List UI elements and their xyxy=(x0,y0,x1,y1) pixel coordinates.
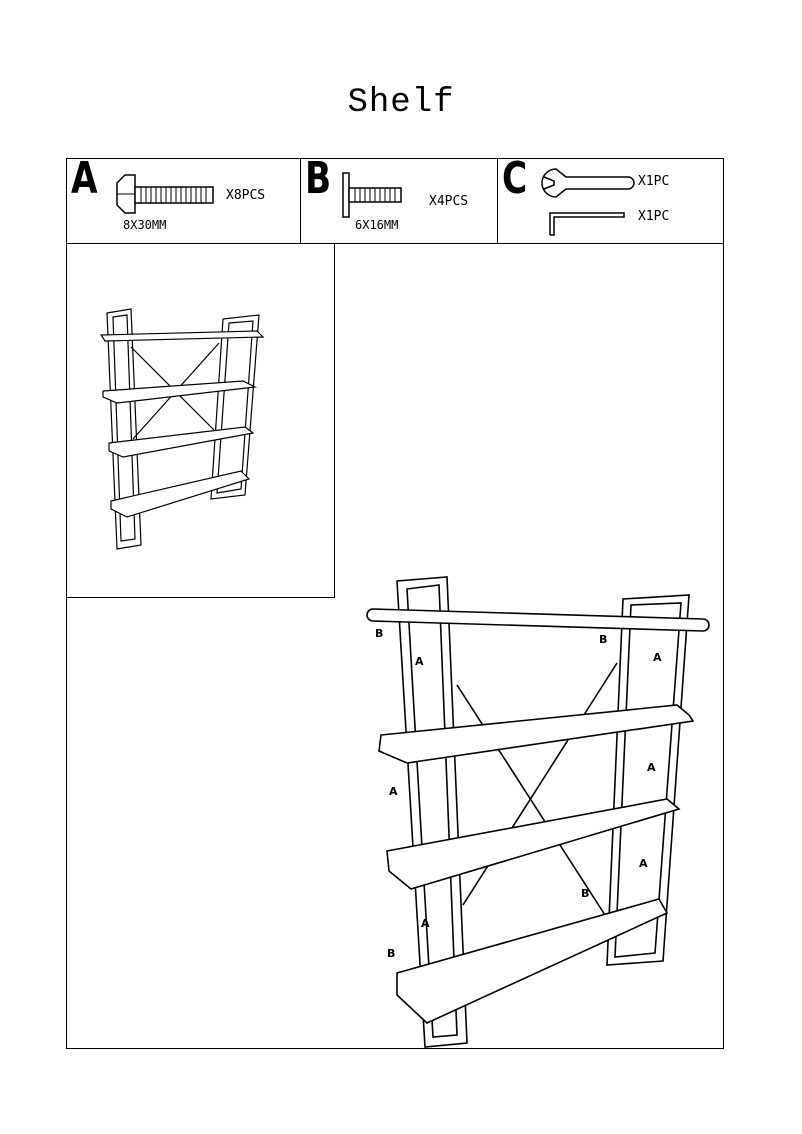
part-b-letter: B xyxy=(305,153,332,204)
part-a-quantity: X8PCS xyxy=(226,188,266,203)
part-a-cell: A X8PCS 8X30MM xyxy=(67,153,301,243)
callout-b-4: B xyxy=(387,947,395,960)
part-c-cell: C X1PC X1PC xyxy=(498,153,723,243)
callout-a-6: A xyxy=(421,917,430,930)
hex-bolt-icon xyxy=(116,174,214,214)
assembly-diagram: B A B A A A A B A B xyxy=(366,576,710,1048)
callout-a-4: A xyxy=(389,785,398,798)
part-b-quantity: X4PCS xyxy=(429,194,469,209)
callout-a-5: A xyxy=(639,857,648,870)
assembled-preview-panel xyxy=(67,243,335,598)
parts-list: A X8PCS 8X30MM B xyxy=(67,153,723,244)
callout-a-3: A xyxy=(647,761,656,774)
part-a-letter: A xyxy=(71,153,98,204)
flat-bolt-icon xyxy=(342,172,402,218)
document-title: Shelf xyxy=(347,84,455,122)
wrench-icon xyxy=(541,168,635,198)
callout-b-3: B xyxy=(581,887,589,900)
part-b-cell: B X4PCS 6X16MM xyxy=(301,153,498,243)
callout-a-1: A xyxy=(415,655,424,668)
part-b-size: 6X16MM xyxy=(355,218,399,232)
callout-b-2: B xyxy=(599,633,607,646)
allen-key-icon xyxy=(549,212,625,236)
part-a-size: 8X30MM xyxy=(123,218,167,232)
instruction-frame: A X8PCS 8X30MM B xyxy=(66,153,724,1049)
part-c-letter: C xyxy=(502,153,528,204)
assembled-shelf-illustration xyxy=(99,308,265,550)
part-c-key-quantity: X1PC xyxy=(638,209,670,224)
callout-b-1: B xyxy=(375,627,383,640)
callout-a-2: A xyxy=(653,651,662,664)
part-c-wrench-quantity: X1PC xyxy=(638,174,670,189)
